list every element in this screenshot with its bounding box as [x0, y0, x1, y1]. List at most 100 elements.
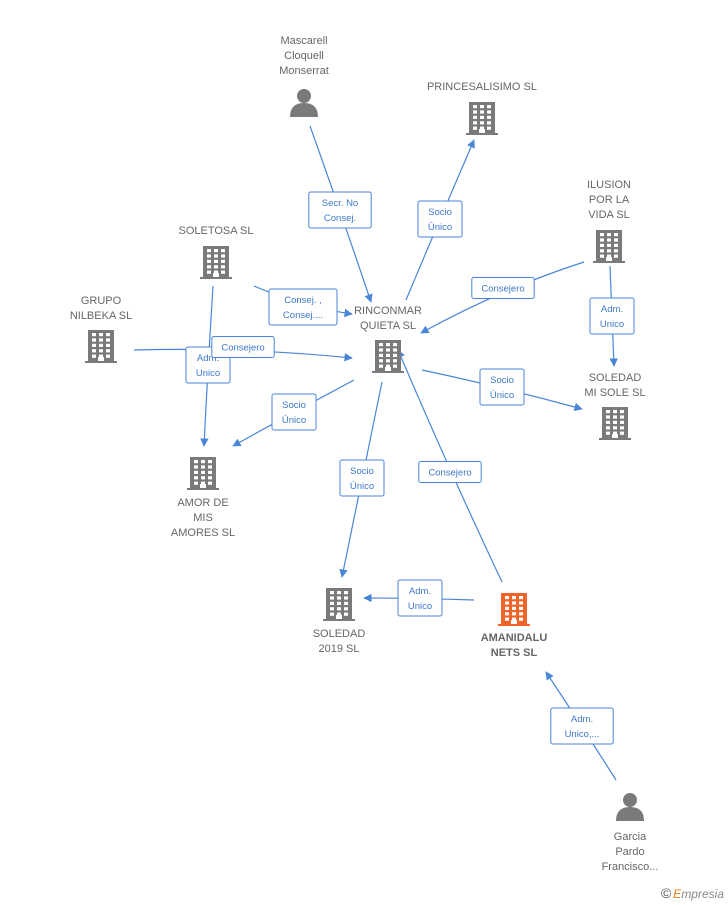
- edge-label-box: [550, 707, 614, 745]
- edge-label-box: [471, 277, 535, 299]
- edge-label-text: Unico: [408, 601, 432, 612]
- node-label: Garcia: [614, 831, 647, 843]
- edge-label-text: Consej. ,: [284, 295, 322, 306]
- edge-label-text: Adm.: [197, 353, 219, 364]
- edge-label-text: Socio: [350, 466, 374, 477]
- building-icon: [593, 230, 625, 263]
- building-icon: [187, 457, 219, 490]
- building-icon: [200, 246, 232, 279]
- edge-label-text: Consejero: [221, 343, 264, 354]
- node-label: ILUSION: [587, 179, 631, 191]
- edge-label-text: Unico,...: [565, 729, 600, 740]
- nodes-layer: MascarellCloquellMonserratPRINCESALISIMO…: [70, 35, 659, 873]
- node-ilusion[interactable]: ILUSION POR LA VIDA SL: [587, 179, 631, 263]
- edge-label-text: Unico: [196, 368, 220, 379]
- building-icon: [498, 593, 530, 626]
- node-label: Monserrat: [279, 65, 329, 77]
- node-label: Mascarell: [280, 35, 327, 47]
- copyright-credit[interactable]: ©Empresia: [661, 885, 724, 901]
- node-label: NILBEKA SL: [70, 310, 132, 322]
- edge-label[interactable]: Secr. No Consej.: [308, 191, 372, 229]
- node-label: VIDA SL: [588, 209, 630, 221]
- node-grupo[interactable]: GRUPO NILBEKA SL: [70, 295, 132, 363]
- node-label: NETS SL: [491, 647, 538, 659]
- edge-label[interactable]: Adm. Unico,...: [550, 707, 614, 745]
- edge-label-text: Socio: [490, 375, 514, 386]
- edge-label-text: Consej....: [283, 310, 323, 321]
- copyright-symbol: ©: [660, 885, 672, 901]
- node-label: QUIETA SL: [360, 320, 416, 332]
- node-label: AMORES SL: [171, 527, 235, 539]
- edge-label-box: [268, 288, 338, 326]
- edge-label[interactable]: Consejero: [471, 277, 535, 299]
- building-icon: [323, 588, 355, 621]
- edge-label-text: Secr. No: [322, 198, 358, 209]
- edge-label-box: [211, 336, 275, 358]
- brand-name: mpresia: [681, 887, 724, 901]
- person-icon: [616, 793, 644, 821]
- edge-label-box: [417, 200, 463, 238]
- edge-label-text: Único: [490, 390, 514, 401]
- edge-label-text: Único: [350, 481, 374, 492]
- edge-label-text: Único: [428, 222, 452, 233]
- node-label: SOLETOSA SL: [178, 225, 253, 237]
- node-label: MIS: [193, 512, 213, 524]
- node-soledad_mi_sole[interactable]: SOLEDAD MI SOLE SL: [584, 372, 646, 440]
- node-label: SOLEDAD: [313, 628, 366, 640]
- building-icon: [599, 407, 631, 440]
- node-label: SOLEDAD: [589, 372, 642, 384]
- person-icon: [290, 89, 318, 117]
- edge-label-text: Consejero: [481, 284, 524, 295]
- node-garcia[interactable]: GarciaPardoFrancisco...: [602, 793, 659, 873]
- edge-labels-layer: Secr. NoConsej.SocioÚnicoConsejeroAdm.Un…: [185, 191, 635, 745]
- edge-label[interactable]: Consej. , Consej....: [268, 288, 338, 326]
- edge-label-text: Socio: [428, 207, 452, 218]
- node-label: GRUPO: [81, 295, 122, 307]
- edge-label-box: [271, 393, 317, 431]
- node-label: Pardo: [615, 846, 644, 858]
- brand-initial: E: [673, 887, 682, 901]
- edge-label-text: Adm.: [601, 304, 623, 315]
- building-icon: [85, 330, 117, 363]
- edge-label-box: [418, 461, 482, 483]
- edge-label[interactable]: Consejero: [211, 336, 275, 358]
- building-icon: [466, 102, 498, 135]
- edge-label-box: [589, 297, 635, 335]
- node-label: POR LA: [589, 194, 630, 206]
- edge-label[interactable]: Adm. Unico: [397, 579, 443, 617]
- node-label: MI SOLE SL: [584, 387, 645, 399]
- edge-label-box: [308, 191, 372, 229]
- edge-label-text: Consejero: [428, 468, 471, 479]
- node-label: Cloquell: [284, 50, 324, 62]
- node-label: AMANIDALU: [481, 632, 548, 644]
- edge-label-text: Adm.: [409, 586, 431, 597]
- node-soledad2019[interactable]: SOLEDAD 2019 SL: [313, 588, 366, 655]
- edge-label-text: Socio: [282, 400, 306, 411]
- node-soletosa[interactable]: SOLETOSA SL: [178, 225, 254, 279]
- edge-label-box: [479, 368, 525, 406]
- edge-label-box: [397, 579, 443, 617]
- node-label: Francisco...: [602, 861, 659, 873]
- edge-label[interactable]: Adm. Unico: [589, 297, 635, 335]
- building-icon: [372, 340, 404, 373]
- edge-label-text: Único: [282, 415, 306, 426]
- node-rinconmar[interactable]: RINCONMAR QUIETA SL: [354, 305, 422, 373]
- node-amor[interactable]: AMOR DE MIS AMORES SL: [171, 457, 235, 539]
- edge-label[interactable]: Consejero: [418, 461, 482, 483]
- edge-label-text: Adm.: [571, 714, 593, 725]
- node-label: AMOR DE: [177, 497, 228, 509]
- edge-label-box: [339, 459, 385, 497]
- edge-label-text: Unico: [600, 319, 624, 330]
- edge-label-text: Consej.: [324, 213, 356, 224]
- node-label: 2019 SL: [319, 643, 360, 655]
- node-label: RINCONMAR: [354, 305, 422, 317]
- node-label: PRINCESALISIMO SL: [427, 81, 537, 93]
- node-princesalisimo[interactable]: PRINCESALISIMO SL: [427, 81, 537, 135]
- node-amanidalu[interactable]: AMANIDALU NETS SL: [481, 593, 548, 659]
